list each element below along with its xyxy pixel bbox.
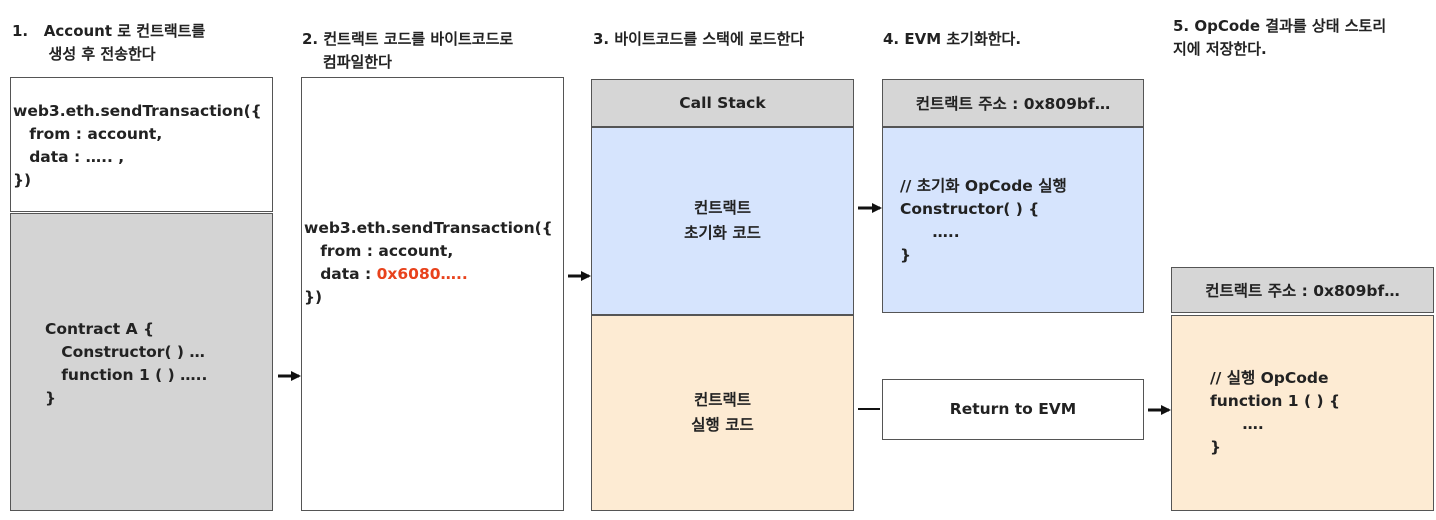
evm-init-block: // 초기화 OpCode 실행 Constructor( ) { ….. } (882, 127, 1144, 313)
exec-code-line-1: 컨트랙트 (693, 391, 752, 409)
exec-code-line-2: 실행 코드 (691, 416, 754, 434)
storage-line-1: // 실행 OpCode (1210, 369, 1329, 387)
contract-line-2: Constructor( ) … (45, 343, 205, 361)
compiled-line-4: }) (304, 288, 323, 306)
compiled-line-1: web3.eth.sendTransaction({ (304, 219, 553, 237)
contract-source-box: Contract A { Constructor( ) … function 1… (10, 213, 273, 511)
storage-contract-address-header: 컨트랙트 주소 : 0x809bf… (1171, 267, 1434, 313)
step-1-title: 1. Account 로 컨트랙트를 생성 후 전송한다 (12, 22, 206, 63)
evm-init-line-3: ….. (900, 223, 960, 241)
contract-line-4: } (45, 389, 57, 407)
transaction-line-3: data : ….. , (13, 148, 125, 166)
contract-line-1: Contract A { (45, 320, 154, 338)
compiled-line-2: from : account, (304, 242, 454, 260)
bytecode-value: 0x6080….. (376, 265, 468, 283)
evm-contract-address-header: 컨트랙트 주소 : 0x809bf… (882, 79, 1144, 127)
compiled-data-label: data : (304, 265, 377, 283)
step-4-title: 4. EVM 초기화한다. (883, 30, 1022, 48)
evm-init-line-1: // 초기화 OpCode 실행 (900, 177, 1067, 195)
storage-block: // 실행 OpCode function 1 ( ) { …. } (1171, 315, 1434, 511)
transaction-line-4: }) (13, 171, 32, 189)
return-to-evm-box: Return to EVM (882, 379, 1144, 440)
init-code-line-1: 컨트랙트 (693, 199, 752, 217)
transaction-line-1: web3.eth.sendTransaction({ (13, 102, 262, 120)
step-5-title: 5. OpCode 결과를 상태 스토리 지에 저장한다. (1173, 17, 1387, 58)
transaction-line-2: from : account, (13, 125, 163, 143)
evm-init-line-4: } (900, 246, 912, 264)
call-stack-header: Call Stack (591, 79, 854, 127)
return-to-evm-label: Return to EVM (949, 400, 1077, 418)
compiled-line-3: data : 0x6080….. (304, 263, 563, 286)
transaction-box: web3.eth.sendTransaction({ from : accoun… (10, 77, 273, 212)
exec-code-block: 컨트랙트 실행 코드 (591, 315, 854, 511)
storage-line-3: …. (1210, 415, 1264, 433)
evm-init-line-2: Constructor( ) { (900, 200, 1040, 218)
step-2-title: 2. 컨트랙트 코드를 바이트코드로 컴파일한다 (302, 30, 514, 71)
init-code-line-2: 초기화 코드 (684, 224, 761, 242)
contract-line-3: function 1 ( ) ….. (45, 366, 208, 384)
storage-line-2: function 1 ( ) { (1210, 392, 1340, 410)
init-code-block: 컨트랙트 초기화 코드 (591, 127, 854, 315)
step-3-title: 3. 바이트코드를 스택에 로드한다 (593, 30, 805, 48)
storage-line-4: } (1210, 438, 1222, 456)
compiled-bytecode-box: web3.eth.sendTransaction({ from : accoun… (301, 77, 564, 511)
